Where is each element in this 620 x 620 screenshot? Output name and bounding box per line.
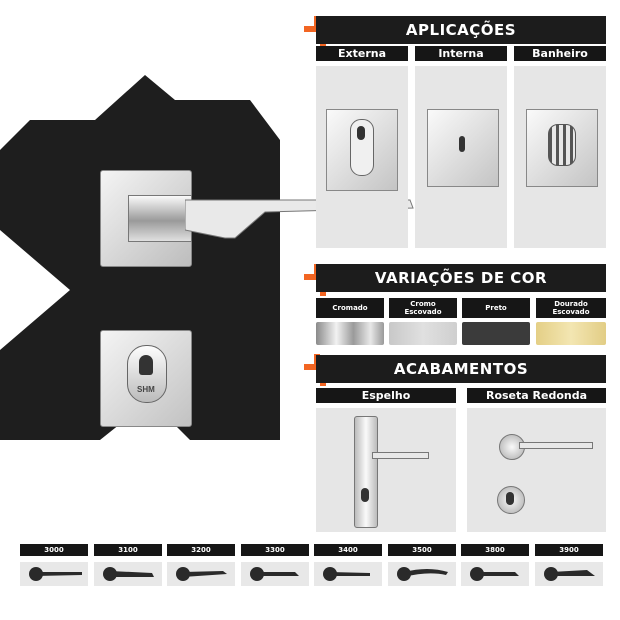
keyhole-icon: [139, 355, 153, 375]
section-header-aplicacoes: APLICAÇÕES: [316, 16, 606, 44]
tab-espelho[interactable]: Espelho: [316, 388, 456, 403]
model-tab-3900[interactable]: 3900: [535, 544, 603, 556]
keyhole-icon: [506, 492, 514, 505]
tab-cromo-escovado[interactable]: Cromo Escovado: [389, 298, 457, 318]
handle-neck: [128, 195, 192, 242]
panel-roseta-redonda: [467, 408, 606, 532]
model-tab-3800[interactable]: 3800: [461, 544, 529, 556]
model-thumbnail-3100[interactable]: [94, 562, 162, 586]
swatch-preto[interactable]: [462, 322, 530, 345]
keyhole-icon: [357, 126, 365, 140]
product-badge: SHM: [137, 385, 155, 394]
model-tab-3500[interactable]: 3500: [388, 544, 456, 556]
panel-interna: [415, 66, 507, 248]
panel-espelho: [316, 408, 456, 532]
swatch-dourado-escovado[interactable]: [536, 322, 606, 345]
tab-roseta-redonda[interactable]: Roseta Redonda: [467, 388, 606, 403]
lever-handle-icon: [544, 567, 595, 581]
lever-handle-icon: [103, 567, 154, 581]
section-header-acabamentos: ACABAMENTOS: [316, 355, 606, 383]
lever-handle-icon: [323, 567, 370, 581]
banheiro-knob-icon: [548, 124, 576, 166]
model-tab-3100[interactable]: 3100: [94, 544, 162, 556]
model-tab-3000[interactable]: 3000: [20, 544, 88, 556]
lever-handle-icon: [397, 567, 448, 581]
lever-handle-icon: [250, 567, 299, 581]
interna-slot-icon: [459, 136, 465, 152]
model-thumbnail-3400[interactable]: [314, 562, 382, 586]
model-thumbnail-3300[interactable]: [241, 562, 309, 586]
model-tab-3300[interactable]: 3300: [241, 544, 309, 556]
tab-banheiro[interactable]: Banheiro: [514, 46, 606, 61]
lever-handle-icon: [29, 567, 82, 581]
tab-cromado[interactable]: Cromado: [316, 298, 384, 318]
section-header-variacoes: VARIAÇÕES DE COR: [316, 264, 606, 292]
panel-banheiro: [514, 66, 606, 248]
model-thumbnail-3500[interactable]: [388, 562, 456, 586]
model-thumbnail-3000[interactable]: [20, 562, 88, 586]
model-thumbnail-3800[interactable]: [461, 562, 529, 586]
tab-preto[interactable]: Preto: [462, 298, 530, 318]
espelho-lever: [372, 452, 429, 459]
swatch-cromado[interactable]: [316, 322, 384, 345]
model-tab-3200[interactable]: 3200: [167, 544, 235, 556]
lever-handle-icon: [470, 567, 519, 581]
tab-interna[interactable]: Interna: [415, 46, 507, 61]
espelho-plate: [354, 416, 378, 528]
roseta-lever: [519, 442, 593, 449]
panel-externa: [316, 66, 408, 248]
keyhole-icon: [361, 488, 369, 502]
model-thumbnail-3900[interactable]: [535, 562, 603, 586]
model-tab-3400[interactable]: 3400: [314, 544, 382, 556]
model-thumbnail-3200[interactable]: [167, 562, 235, 586]
tab-dourado-escovado[interactable]: Dourado Escovado: [536, 298, 606, 318]
lever-handle-icon: [176, 567, 227, 581]
tab-externa[interactable]: Externa: [316, 46, 408, 61]
swatch-cromo-escovado[interactable]: [389, 322, 457, 345]
